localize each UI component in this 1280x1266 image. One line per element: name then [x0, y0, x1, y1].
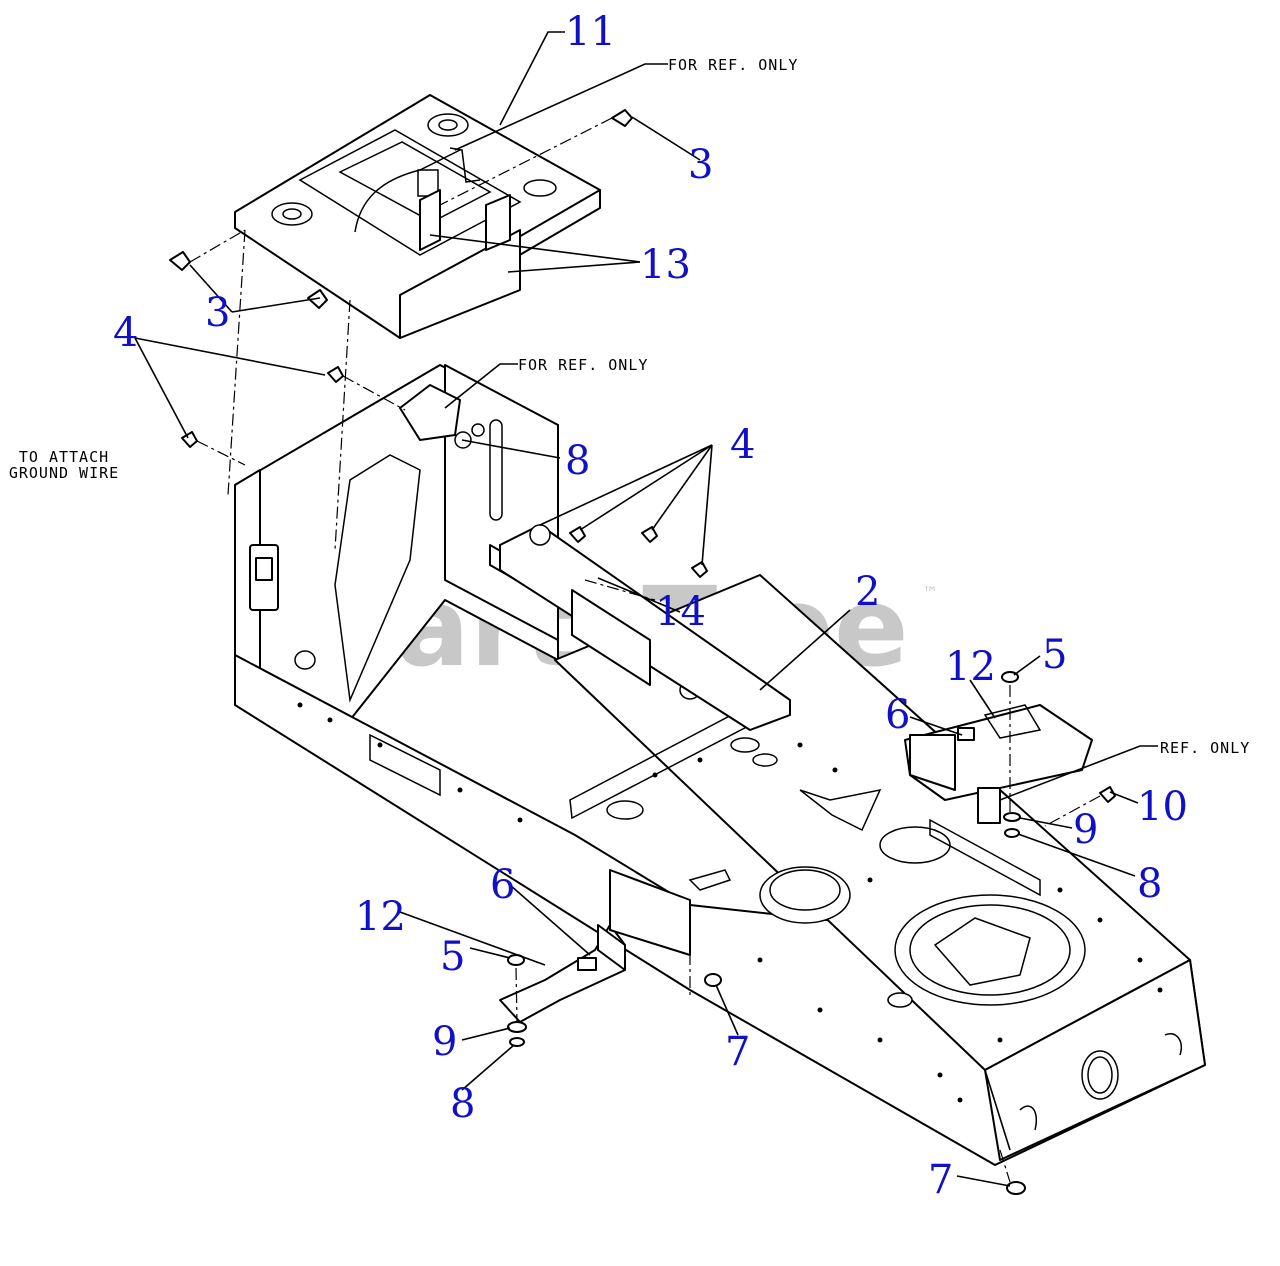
fasteners — [169, 109, 1116, 1195]
callout-c11: 11 — [565, 9, 616, 55]
callout-c4b: 4 — [730, 422, 755, 468]
callout-c2: 2 — [855, 569, 880, 615]
alignment-lines — [189, 117, 1101, 1183]
callout-c6b: 6 — [490, 862, 515, 908]
bolt-4-e — [691, 561, 708, 578]
callout-c3a: 3 — [688, 142, 713, 188]
nut-8-left — [509, 1037, 525, 1047]
bolt-3-left-a — [169, 251, 191, 271]
bolt-10 — [1099, 786, 1116, 803]
callout-c6a: 6 — [885, 692, 910, 738]
reference-notes: FOR REF. ONLY FOR REF. ONLY REF. ONLY TO… — [9, 56, 1250, 757]
callout-c4a: 4 — [113, 310, 138, 356]
ref-note-right: REF. ONLY — [1160, 739, 1250, 757]
bolt-4-a — [327, 366, 344, 383]
callout-c12a: 12 — [945, 644, 996, 690]
nut-7-bottom — [1006, 1181, 1026, 1195]
callout-c7b: 7 — [928, 1157, 953, 1203]
callout-c8a: 8 — [565, 438, 590, 484]
ground-note-line1: TO ATTACH — [19, 448, 109, 466]
callout-c5a: 5 — [1042, 632, 1067, 678]
bolt-3-top — [611, 109, 633, 127]
washer-9-left — [507, 1021, 527, 1033]
washer-9-right — [1003, 812, 1021, 822]
ref-note-mid: FOR REF. ONLY — [518, 356, 648, 374]
switch-part — [399, 384, 485, 449]
callout-c10: 10 — [1137, 784, 1188, 830]
callout-c5b: 5 — [440, 934, 465, 980]
bolt-4-c — [569, 526, 586, 543]
bolt-4-d — [641, 526, 658, 543]
bolt-4-b — [181, 431, 198, 448]
callout-c9a: 9 — [1073, 807, 1098, 853]
callout-c7a: 7 — [725, 1029, 750, 1075]
callout-c12b: 12 — [355, 894, 406, 940]
ground-note-line2: GROUND WIRE — [9, 464, 119, 482]
nut-8-right — [1004, 828, 1020, 838]
pivot-bar-part — [499, 524, 791, 731]
seat-plate-part — [234, 94, 601, 339]
callout-c13: 13 — [640, 242, 691, 288]
right-bracket-part — [904, 704, 1093, 824]
callout-c8c: 8 — [450, 1081, 475, 1127]
callout-c14: 14 — [655, 589, 706, 635]
left-bracket-part — [499, 869, 691, 1023]
callout-c8b: 8 — [1137, 861, 1162, 907]
ref-note-top: FOR REF. ONLY — [668, 56, 798, 74]
callout-c9b: 9 — [432, 1019, 457, 1065]
nut-7-mid — [704, 973, 722, 987]
leader-lines — [134, 31, 1158, 1187]
watermark-trademark: ™ — [922, 583, 938, 602]
callout-c3b: 3 — [205, 290, 230, 336]
